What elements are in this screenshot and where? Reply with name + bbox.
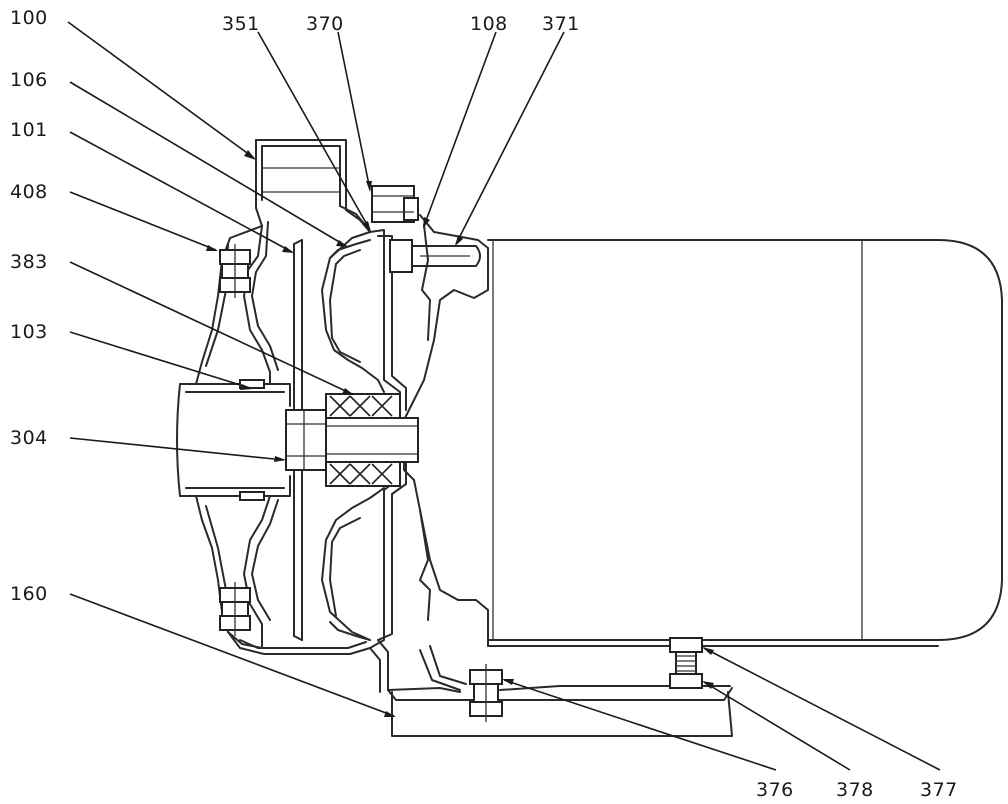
arrow-370	[366, 181, 372, 192]
motor-foot-bolt-377	[669, 637, 703, 675]
arrow-371	[455, 235, 463, 246]
arrow-100	[244, 150, 256, 160]
leader-103	[69, 331, 251, 389]
leader-108	[423, 31, 497, 227]
leader-101	[69, 131, 293, 253]
leader-370	[337, 31, 371, 191]
casing-bolt-upper	[219, 244, 251, 298]
callout-376: 376	[756, 779, 794, 801]
leader-arrowheads	[206, 150, 714, 717]
cover-bolt-370	[371, 185, 419, 223]
nut-378	[669, 673, 703, 689]
callout-351: 351	[222, 13, 260, 35]
callout-160: 160	[10, 583, 48, 605]
arrow-408	[206, 245, 218, 251]
callout-304: 304	[10, 427, 48, 449]
leader-100	[67, 21, 255, 159]
leader-371	[455, 31, 565, 245]
leader-376	[503, 679, 777, 771]
callout-106: 106	[10, 69, 48, 91]
arrow-304	[274, 456, 286, 462]
callout-103: 103	[10, 321, 48, 343]
callout-371: 371	[542, 13, 580, 35]
callout-100: 100	[10, 7, 48, 29]
suction-nozzle	[176, 379, 291, 501]
arrow-351	[362, 221, 371, 232]
arrow-108	[423, 217, 430, 228]
callout-377: 377	[920, 779, 958, 801]
leader-lines	[67, 21, 941, 771]
callout-408: 408	[10, 181, 48, 203]
base-bolt-376	[469, 664, 503, 722]
base-plate	[387, 645, 733, 737]
callout-370: 370	[306, 13, 344, 35]
arrow-101	[282, 246, 294, 253]
arrow-378	[702, 681, 714, 689]
arrow-377	[702, 647, 714, 655]
callout-101: 101	[10, 119, 48, 141]
arrow-103	[240, 384, 252, 390]
callout-108: 108	[470, 13, 508, 35]
motor-body	[487, 239, 1003, 647]
leader-304	[69, 437, 285, 461]
arrow-160	[384, 711, 396, 717]
leader-160	[69, 593, 395, 717]
leader-383	[69, 261, 353, 395]
motor-bolt-371	[389, 239, 481, 273]
mechanical-seal-lower	[325, 461, 401, 487]
leader-408	[69, 191, 217, 251]
motor-adapter-bracket	[403, 214, 489, 641]
callout-383: 383	[10, 251, 48, 273]
callout-labels: 100 351 370 108 371 106 101 408 383 103 …	[10, 7, 958, 801]
leader-351	[257, 31, 371, 231]
casing-bolt-lower	[219, 582, 251, 636]
arrow-106	[336, 240, 348, 247]
impeller	[293, 239, 371, 641]
leader-378	[703, 681, 851, 771]
impeller-hub	[285, 409, 327, 471]
arrow-383	[342, 388, 354, 395]
leader-377	[703, 647, 941, 771]
callout-378: 378	[836, 779, 874, 801]
mechanical-seal-upper	[325, 393, 401, 419]
leader-106	[69, 81, 347, 247]
arrow-376	[502, 679, 514, 685]
shaft	[325, 417, 419, 463]
